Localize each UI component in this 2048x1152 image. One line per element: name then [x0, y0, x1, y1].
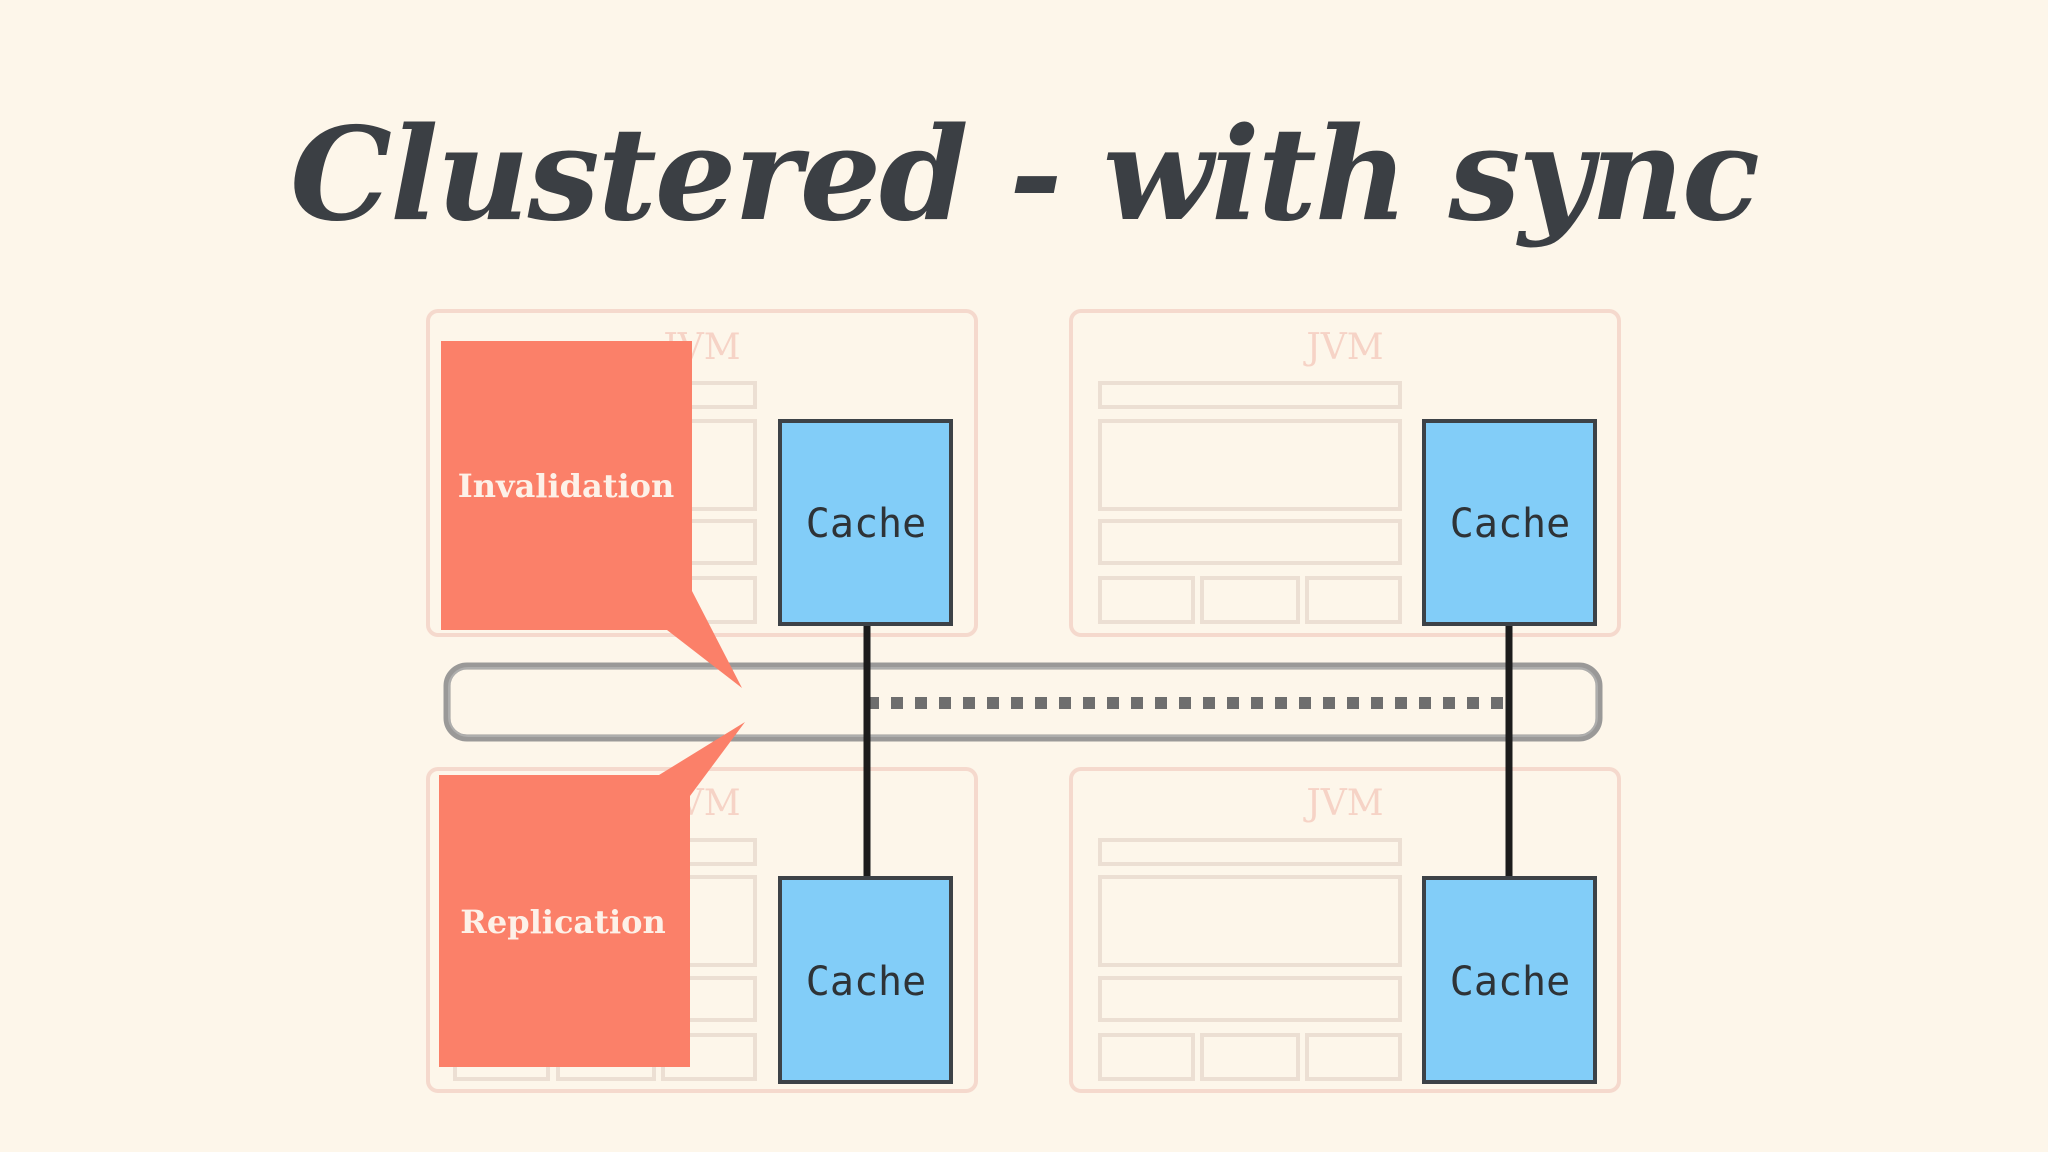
callout-replication: Replication	[439, 722, 745, 1067]
jvm-box-top-right: JVM	[1069, 309, 1621, 637]
cache-box-top-right: Cache	[1422, 419, 1597, 626]
cache-label: Cache	[806, 501, 926, 547]
jvm-label: JVM	[1302, 327, 1383, 368]
cache-label: Cache	[806, 959, 926, 1005]
cache-box-top-left: Cache	[778, 419, 953, 626]
jvm-box-bottom-right: JVM	[1069, 767, 1621, 1093]
cache-label: Cache	[1450, 501, 1570, 547]
callout-label-replication: Replication	[460, 903, 665, 941]
cache-box-bottom-left: Cache	[778, 876, 953, 1084]
callout-invalidation: Invalidation	[441, 341, 742, 688]
callout-label-invalidation: Invalidation	[458, 467, 675, 505]
cache-label: Cache	[1450, 959, 1570, 1005]
jvm-label: JVM	[1302, 783, 1383, 824]
cache-box-bottom-right: Cache	[1422, 876, 1597, 1084]
sync-bus	[443, 662, 1603, 742]
slide-title: Clustered - with sync	[290, 100, 1760, 250]
